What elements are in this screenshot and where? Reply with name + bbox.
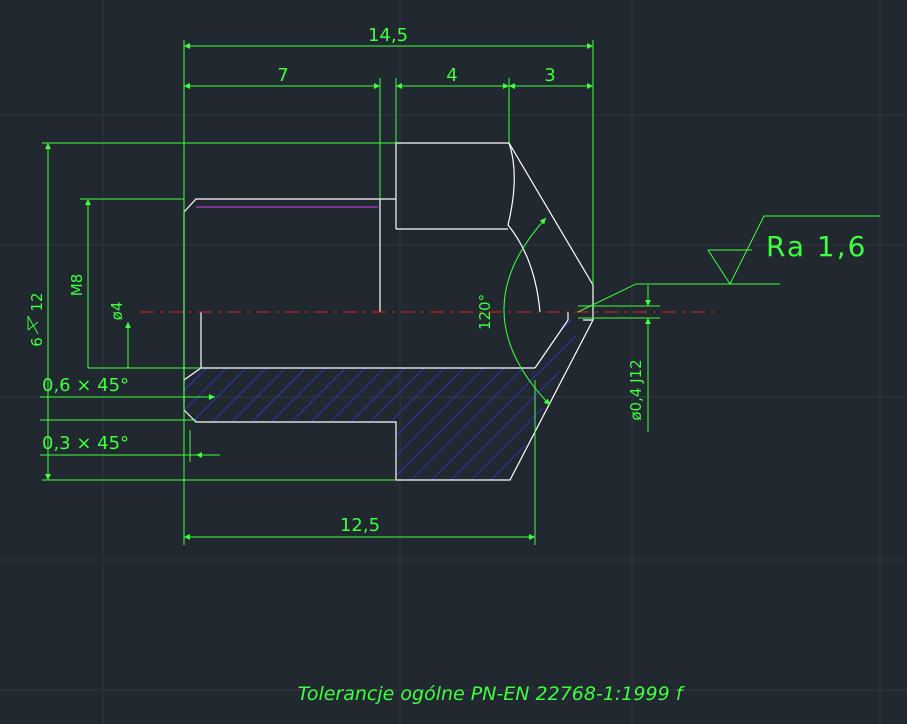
dim-left-length: 7 [277,65,288,86]
dim-mid-length: 4 [446,65,457,86]
section-hatch [184,320,583,480]
dim-right-length: 3 [544,65,555,86]
surface-finish-label: Ra 1,6 [766,230,867,263]
dim-outer-size: 6 12 [27,292,46,347]
dim-bottom-length: 12,5 [340,515,380,536]
dimension-lines [40,40,880,545]
svg-text:6: 6 [28,337,46,347]
dim-hole-diameter: ø4 [108,302,126,321]
dim-thread: M8 [68,274,86,297]
dim-overall-length: 14,5 [368,25,408,46]
svg-text:12: 12 [28,292,46,311]
dim-chamfer-large: 0,6 × 45° [42,375,129,396]
dim-cone-angle: 120° [476,294,494,330]
general-tolerance-note: Tolerancje ogólne PN-EN 22768-1:1999 f [298,683,686,705]
tolerance-symbol-icon [27,315,39,335]
dim-chamfer-small: 0,3 × 45° [42,433,129,454]
dim-orifice: ø0,4 J12 [627,359,645,420]
